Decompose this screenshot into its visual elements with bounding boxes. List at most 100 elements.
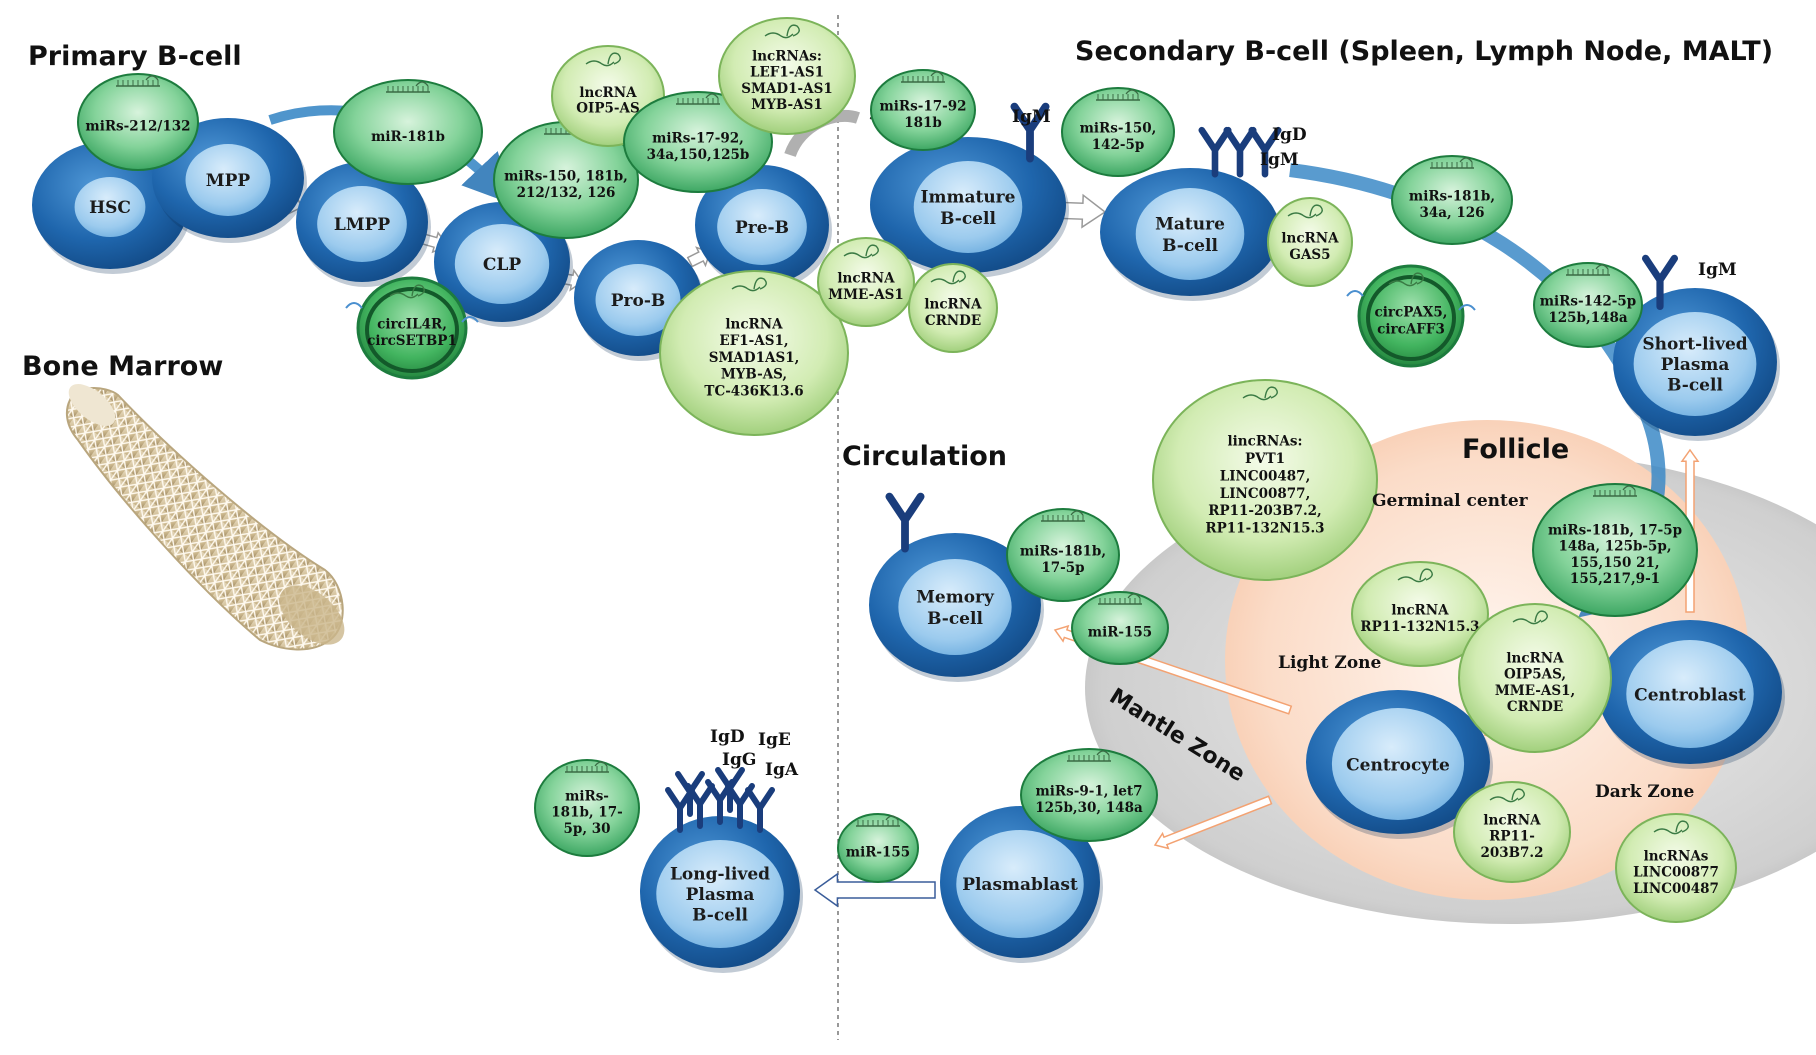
bubble-shape [623,91,773,193]
title-bone-marrow: Bone Marrow [22,351,223,382]
bubble-label-line: MYB-AS1 [751,97,822,113]
bubble-label-line: lncRNA [725,316,783,332]
antibody-label-igg_ll: IgG [722,750,756,770]
lncrna-icon [585,52,621,67]
cell-label-line: Short-lived [1642,335,1747,355]
bubble-label-line: miR-181b [371,129,445,145]
lncrna-icon [731,277,767,292]
bubble-label-line: CRNDE [925,313,981,329]
bubble-label-line: lncRNA [1391,603,1449,619]
lncrna-icon [930,270,966,285]
antibody-longlived-6 [715,767,745,813]
bubble-label-line: 34a, 126 [1419,205,1484,221]
bubble-label-line: LINC00487, [1220,468,1311,484]
arrow-to-plasmablast [1153,795,1273,850]
bubble-label-line: OIP5-AS [576,100,639,116]
cell-label-line: CLP [483,255,521,275]
cell-label-line: B-cell [940,209,996,229]
cell-label-line: MPP [206,171,251,191]
bubble-label-line: TC-436K13.6 [704,384,803,400]
cell-label-line: Plasma [686,885,755,905]
mirna-icon [856,815,900,827]
bubble-label-line: lncRNAs: [752,48,822,64]
bubble-label-line: EF1-AS1, [719,333,788,349]
antibody-memory [885,492,925,553]
bubble-label-line: 142-5p [1092,137,1145,153]
cell-label-line: Pro-B [611,291,666,311]
cell-nucleus [1331,708,1465,820]
antibody-label-igd_ll: IgD [710,727,745,747]
bubble-b-circil4r: circIL4R,circSETBP1 [345,276,479,380]
antibody-label-ige_ll: IgE [758,730,791,750]
antibody-label-igm_immature: IgM [1012,107,1051,127]
label-germinal-center: Germinal center [1372,491,1529,511]
mirna-icon [1067,750,1111,762]
cell-centrocyte: Centrocyte [1306,690,1493,839]
bubble-label-line: lncRNA [924,297,982,313]
bubble-label-line: 181b [904,115,942,131]
bubble-shape [817,237,915,327]
bubble-shape [1453,781,1571,883]
bubble-shape [1351,561,1489,667]
cell-label-line: Plasma [1661,355,1730,375]
bubble-label-line: GAS5 [1289,247,1330,263]
bubble-shape [837,813,919,883]
bubble-b-lncrna-big: lncRNAEF1-AS1,SMAD1AS1,MYB-AS,TC-436K13.… [659,270,849,436]
bubble-b-ll-mirs: miRs-181b, 17-5p, 30 [534,759,640,857]
antibody-label-igm_mature: IgM [1260,150,1299,170]
cell-label-line: Mature [1155,215,1225,235]
bubble-shape [77,73,199,171]
cell-label-line: Long-lived [670,865,770,885]
rna-stub-icon [1346,290,1476,311]
antibody-immature [1010,102,1050,163]
mirna-icon [565,761,609,773]
bubble-label-line: LINC00877 [1633,865,1719,881]
bubble-label-line: 212/132, 126 [517,185,616,201]
lncrna-icon [1287,204,1323,219]
cell-label-line: B-cell [927,609,983,629]
bubble-shape [870,69,976,151]
bubble-shape [534,759,640,857]
cell-centroblast: Centroblast [1598,620,1785,769]
cell-nucleus [913,161,1023,253]
cell-nucleus [317,186,407,262]
antibody-mature-2 [1223,126,1257,178]
lncrna-icon [1397,568,1433,583]
lncrna-icon [1653,820,1689,835]
bubble-label-line: 155,217,9-1 [1570,571,1660,587]
title-follicle: Follicle [1462,434,1569,465]
mirna-icon [1098,593,1142,605]
cell-plasmablast: Plasmablast [940,806,1103,963]
bubble-label-line: circPAX5, [1375,305,1448,321]
bubble-shape [1006,508,1120,602]
bubble-label-line: LINC00877, [1220,486,1311,502]
bubble-label-line: miRs-212/132 [85,119,190,135]
bubble-label-line: 125b,30, 148a [1035,800,1143,816]
mirna-icon [676,93,720,105]
bone-illustration [65,384,345,651]
bubble-b-lincrnas: lincRNAs:PVT1LINC00487,LINC00877,RP11-20… [1152,379,1378,581]
bubble-label-line: RP11-203B7.2, [1208,503,1322,519]
bubble-label-line: CRNDE [1507,699,1563,715]
lncrna-icon [1512,610,1548,625]
cell-label-line: B-cell [692,905,748,925]
bubble-shape [718,17,856,135]
bubble-label-line: LINC00487 [1633,881,1719,897]
cell-nucleus [454,224,550,304]
cell-nucleus [656,840,784,948]
bubble-shape [1071,591,1169,665]
bubble-b-mir150-142: miRs-150,142-5p [1061,87,1175,177]
bubble-b-mir181b: miR-181b [333,79,483,185]
bubble-label-line: RP11-132N15.3 [1205,521,1324,537]
bubble-shape [1458,603,1612,753]
